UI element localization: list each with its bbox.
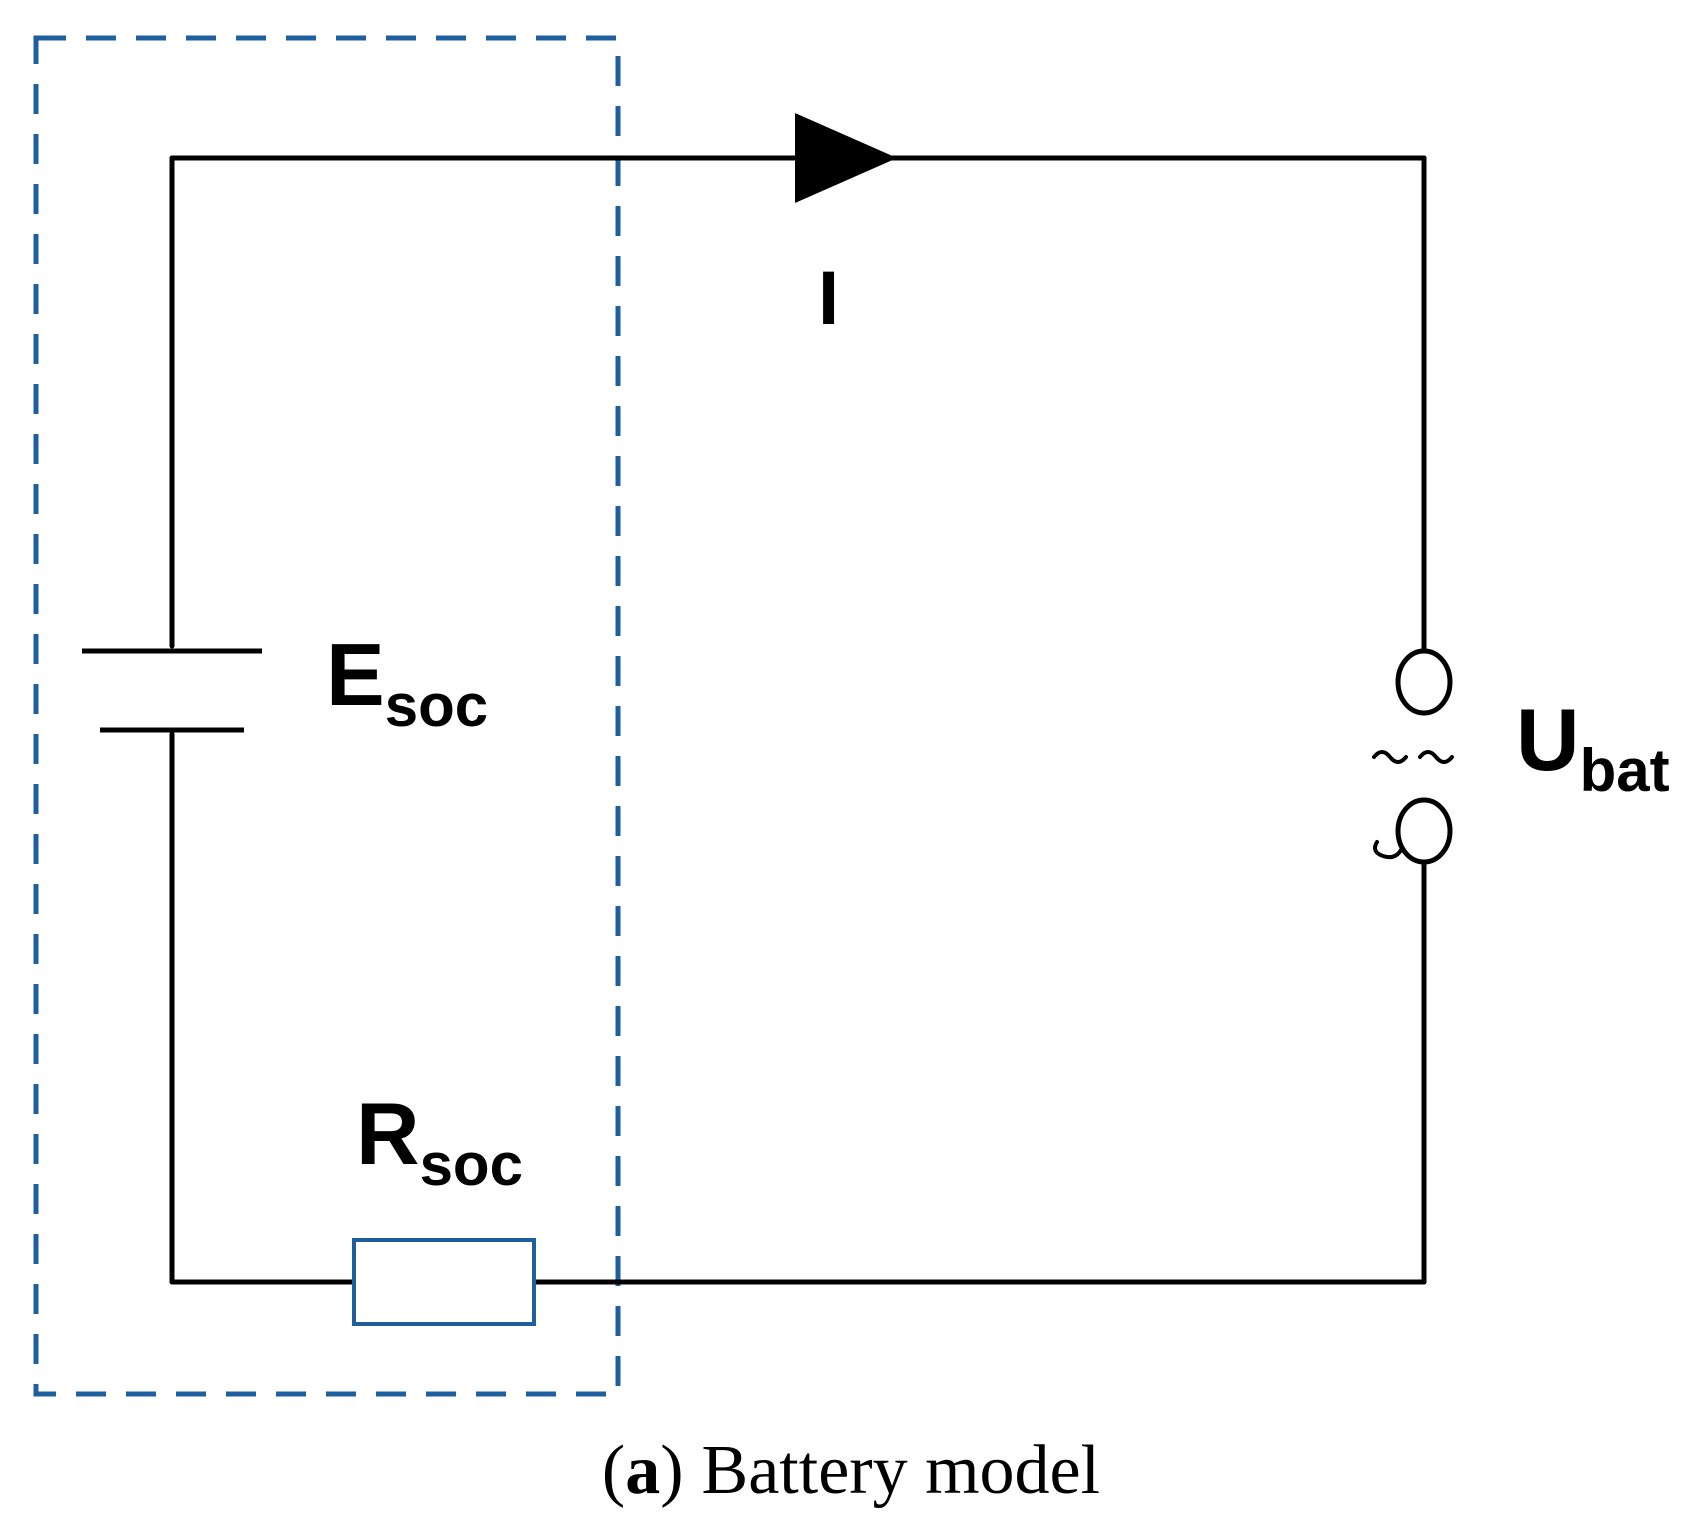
figure-caption: (a)Battery model — [602, 1432, 1100, 1509]
resistor-label-sub: soc — [420, 1131, 523, 1198]
squiggle-left — [1372, 750, 1408, 764]
voltage-label: Ubat — [1516, 690, 1670, 804]
terminal-top — [1395, 648, 1453, 716]
source-label-main: E — [326, 625, 385, 724]
current-arrow-icon — [795, 113, 897, 203]
source-label: Esoc — [326, 625, 488, 739]
caption-close-paren: ) — [660, 1432, 683, 1509]
internal-resistor — [352, 1238, 536, 1326]
output-terminals — [1372, 648, 1454, 865]
terminal-bottom — [1395, 797, 1453, 865]
caption-text: Battery model — [702, 1432, 1101, 1509]
source-label-sub: soc — [385, 672, 488, 739]
squiggle-right — [1418, 750, 1454, 764]
caption-letter: a — [625, 1432, 660, 1509]
resistor-label: Rsoc — [356, 1084, 523, 1198]
voltage-label-main: U — [1516, 690, 1580, 789]
squiggle-bottom — [1373, 840, 1403, 860]
voltage-source — [82, 648, 262, 733]
battery-boundary-box — [33, 35, 621, 1397]
resistor-label-main: R — [356, 1084, 420, 1183]
voltage-label-sub: bat — [1580, 737, 1670, 804]
current-label: I — [818, 256, 839, 341]
caption-open-paren: ( — [602, 1432, 625, 1509]
